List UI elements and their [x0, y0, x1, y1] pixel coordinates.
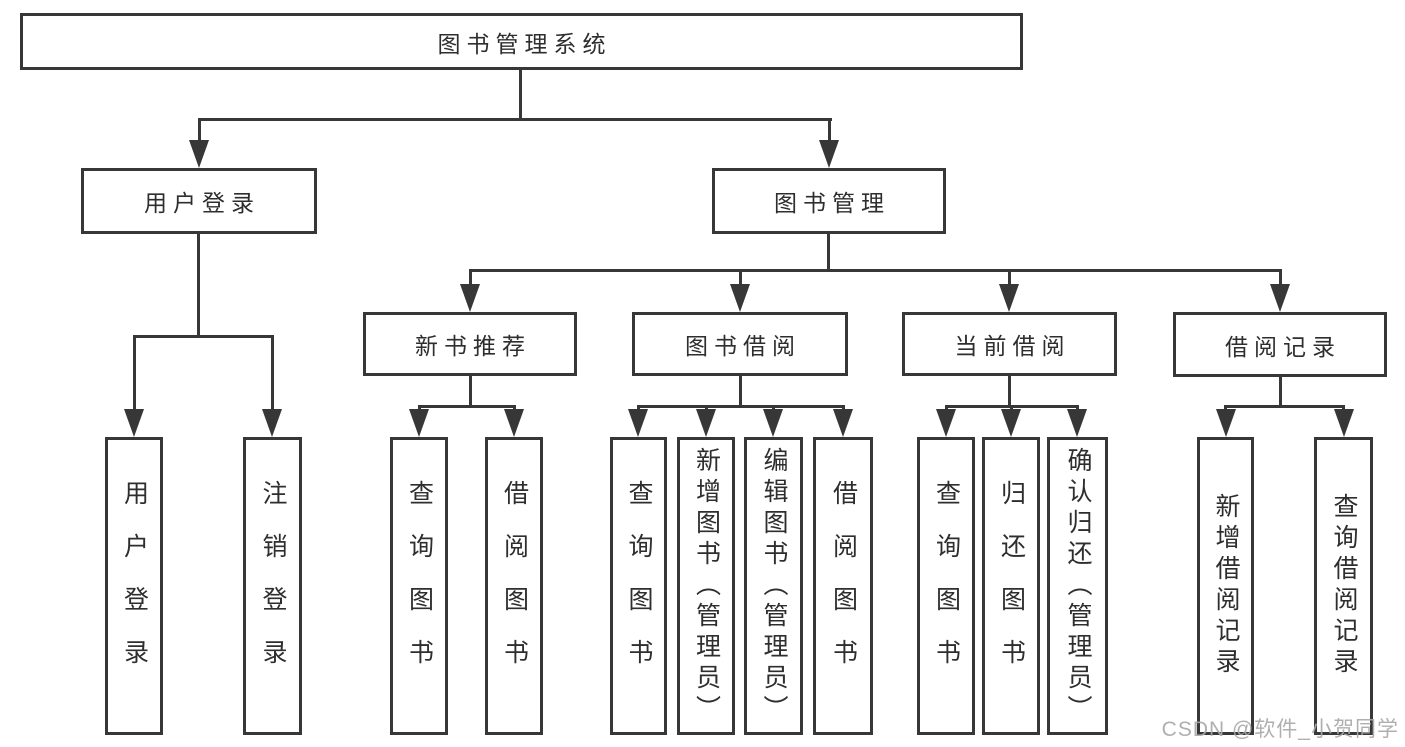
- leaf-user-login: 用户登录: [105, 437, 163, 735]
- node-label: 用户登录: [120, 480, 149, 692]
- arrow-down-icon: [262, 409, 282, 437]
- arrow-down-icon: [628, 409, 648, 437]
- leaf-add-books-admin: 新增图书（管理员）: [677, 437, 735, 735]
- node-label: 新增借阅记录: [1212, 493, 1240, 679]
- node-label: 新书推荐: [415, 333, 531, 359]
- connector-line: [468, 268, 472, 287]
- connector-line: [827, 118, 831, 144]
- connector-line: [1007, 268, 1011, 287]
- arrow-down-icon: [504, 409, 524, 437]
- leaf-query-books-borrow: 查询图书: [610, 437, 667, 735]
- node-label: 图书管理: [774, 190, 890, 216]
- connector-line: [417, 404, 516, 408]
- node-label: 借阅图书: [500, 480, 529, 692]
- arrow-down-icon: [1067, 409, 1087, 437]
- arrow-down-icon: [189, 140, 209, 168]
- arrow-down-icon: [936, 409, 956, 437]
- leaf-query-borrow-record: 查询借阅记录: [1314, 437, 1373, 735]
- arrow-down-icon: [1216, 409, 1236, 437]
- node-label: 用户登录: [144, 190, 260, 216]
- node-label: 注销登录: [259, 480, 287, 692]
- node-label: 编辑图书（管理员）: [760, 446, 788, 726]
- connector-line: [1278, 377, 1282, 406]
- arrow-down-icon: [819, 140, 839, 168]
- connector-line: [1341, 404, 1345, 413]
- node-label: 图书借阅: [685, 333, 801, 359]
- connector-line: [738, 268, 742, 287]
- arrow-down-icon: [1001, 409, 1021, 437]
- connector-line: [827, 233, 830, 271]
- node-label: 借阅记录: [1225, 333, 1341, 360]
- node-borrow-records: 借阅记录: [1173, 312, 1387, 377]
- connector-line: [1223, 404, 1227, 413]
- node-label: 图书管理系统: [437, 30, 612, 57]
- leaf-query-books-current: 查询图书: [917, 437, 975, 735]
- connector-line: [704, 404, 708, 413]
- connector-line: [132, 334, 274, 338]
- connector-line: [1009, 404, 1013, 413]
- node-label: 新增图书（管理员）: [692, 446, 721, 726]
- connector-line: [841, 404, 845, 413]
- connector-line: [1278, 268, 1282, 287]
- node-root: 图书管理系统: [20, 13, 1023, 70]
- leaf-borrow-books-recommend: 借阅图书: [485, 437, 543, 735]
- arrow-down-icon: [696, 409, 716, 437]
- connector-line: [1008, 375, 1011, 406]
- connector-line: [944, 404, 948, 413]
- arrow-down-icon: [1270, 284, 1290, 312]
- node-label: 查询借阅记录: [1330, 493, 1358, 679]
- arrow-down-icon: [833, 409, 853, 437]
- node-new-book-recommend: 新书推荐: [363, 312, 577, 376]
- arrow-down-icon: [460, 284, 480, 312]
- arrow-down-icon: [124, 409, 144, 437]
- arrow-down-icon: [1334, 409, 1354, 437]
- leaf-return-books: 归还图书: [982, 437, 1040, 735]
- node-label: 查询图书: [932, 480, 961, 692]
- node-book-management: 图书管理: [712, 168, 946, 234]
- node-label: 查询图书: [625, 480, 653, 692]
- connector-line: [636, 404, 845, 408]
- node-current-borrow: 当前借阅: [902, 312, 1117, 376]
- leaf-logout: 注销登录: [243, 437, 302, 735]
- connector-line: [738, 375, 742, 406]
- node-label: 查询图书: [405, 480, 434, 692]
- connector-line: [771, 404, 775, 413]
- node-label: 确认归还（管理员）: [1064, 446, 1092, 726]
- connector-line: [468, 375, 472, 406]
- connector-line: [132, 334, 136, 411]
- connector-line: [518, 69, 522, 120]
- connector-line: [197, 118, 201, 144]
- node-book-borrow: 图书借阅: [632, 312, 848, 376]
- leaf-confirm-return-admin: 确认归还（管理员）: [1047, 437, 1108, 735]
- connector-line: [512, 404, 516, 413]
- leaf-query-books-recommend: 查询图书: [390, 437, 448, 735]
- connector-line: [417, 404, 421, 413]
- arrow-down-icon: [999, 284, 1019, 312]
- connector-line: [197, 118, 832, 121]
- connector-line: [270, 334, 274, 411]
- connector-line: [1223, 404, 1345, 408]
- leaf-edit-books-admin: 编辑图书（管理员）: [744, 437, 803, 735]
- node-label: 归还图书: [997, 480, 1026, 692]
- connector-line: [1075, 404, 1079, 413]
- node-user-login: 用户登录: [81, 168, 317, 234]
- leaf-add-borrow-record: 新增借阅记录: [1197, 437, 1254, 735]
- csdn-watermark: CSDN @软件_小贺同学: [1161, 718, 1399, 741]
- arrow-down-icon: [409, 409, 429, 437]
- node-label: 当前借阅: [954, 333, 1071, 359]
- connector-line: [636, 404, 640, 413]
- arrow-down-icon: [730, 284, 750, 312]
- node-label: 借阅图书: [829, 480, 858, 692]
- connector-line: [197, 233, 200, 337]
- arrow-down-icon: [763, 409, 783, 437]
- leaf-borrow-books: 借阅图书: [813, 437, 873, 735]
- connector-line: [468, 268, 1282, 272]
